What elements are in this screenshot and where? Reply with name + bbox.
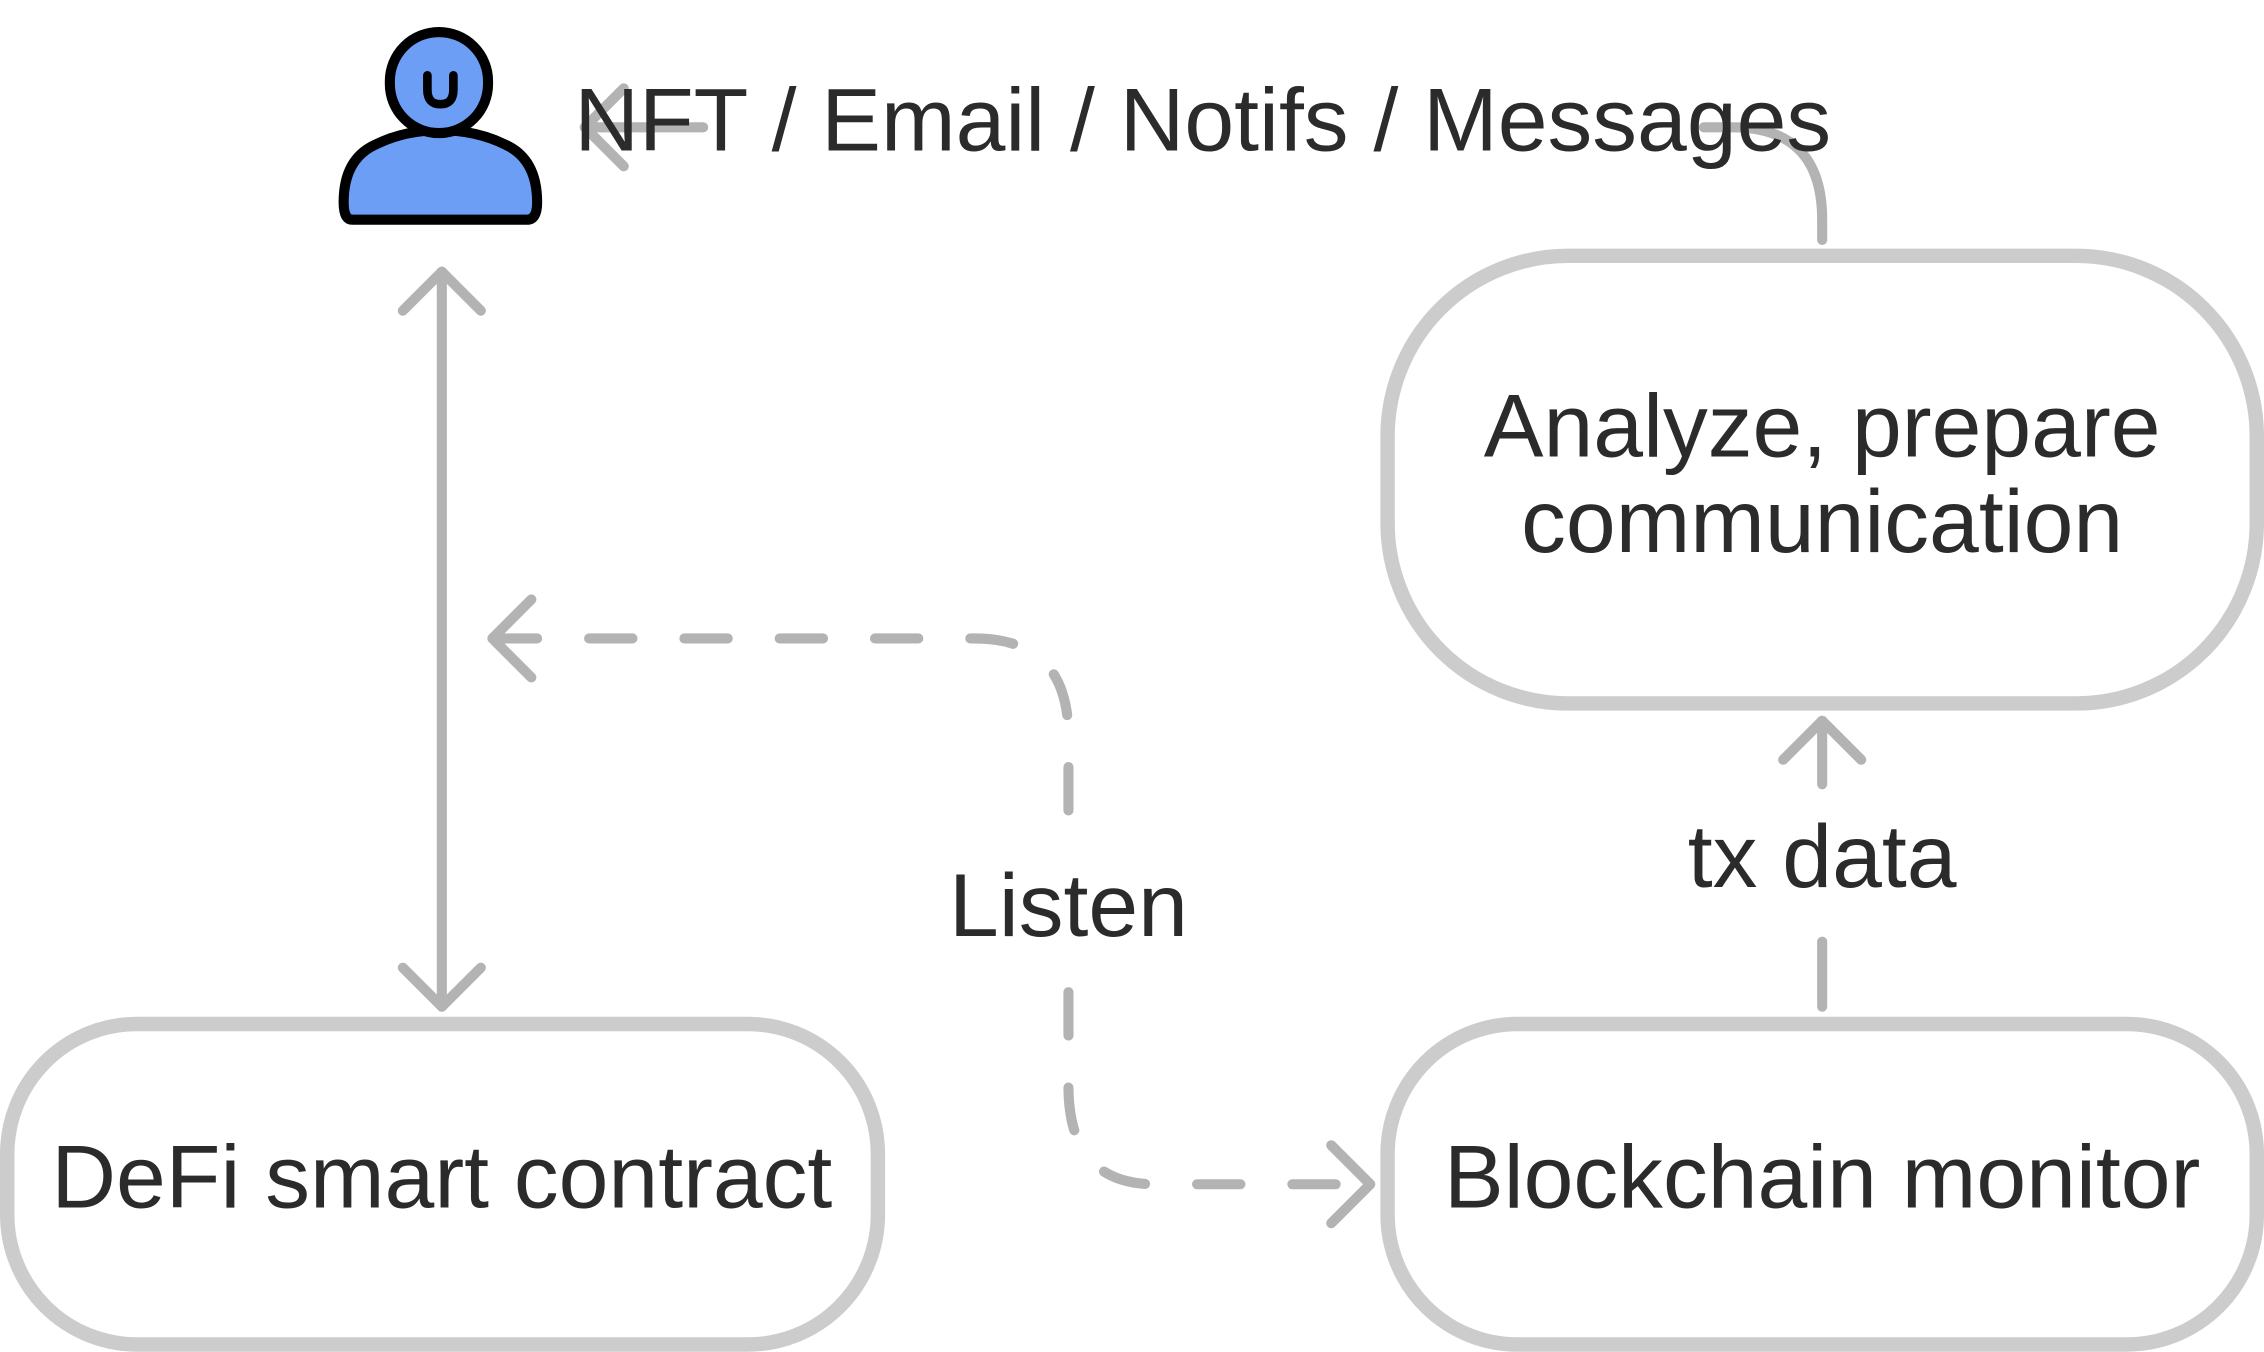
listen-edge-arrowhead-right <box>1326 1140 1376 1229</box>
listen-edge-label: Listen <box>949 855 1188 955</box>
analyze-node-label-line2: communication <box>1521 471 2123 571</box>
tx-edge <box>1778 715 1867 1012</box>
tx-edge-arrowhead <box>1778 715 1867 765</box>
listen-edge-line-top <box>488 633 1074 850</box>
listen-edge-line-bottom <box>1063 987 1374 1190</box>
defi-contract-node-label: DeFi smart contract <box>51 1126 832 1226</box>
notify-edge-line-right <box>1698 122 1828 246</box>
user-contract-edge-arrowhead-top <box>397 266 486 316</box>
notify-edge-label: NFT / Email / Notifs / Messages <box>574 69 1831 169</box>
user-icon-body <box>338 125 543 225</box>
blockchain-monitor-node-label: Blockchain monitor <box>1444 1126 2200 1226</box>
analyze-node-label-line1: Analyze, prepare <box>1484 376 2161 476</box>
listen-edge-arrowhead-left <box>487 594 537 683</box>
notify-edge <box>579 83 1828 246</box>
listen-edge <box>487 594 1376 1229</box>
user-contract-edge <box>397 266 486 1012</box>
tx-edge-label: tx data <box>1688 806 1957 906</box>
user-icon-head <box>384 26 494 139</box>
blockchain-monitor-node-box <box>1380 1016 2264 1352</box>
defi-contract-node-box <box>0 1016 886 1352</box>
user-contract-edge-arrowhead-bottom <box>397 962 486 1012</box>
user-icon-smile <box>423 71 458 109</box>
user-icon <box>338 26 543 225</box>
analyze-node-box <box>1380 248 2264 711</box>
notify-edge-arrowhead <box>579 83 629 172</box>
